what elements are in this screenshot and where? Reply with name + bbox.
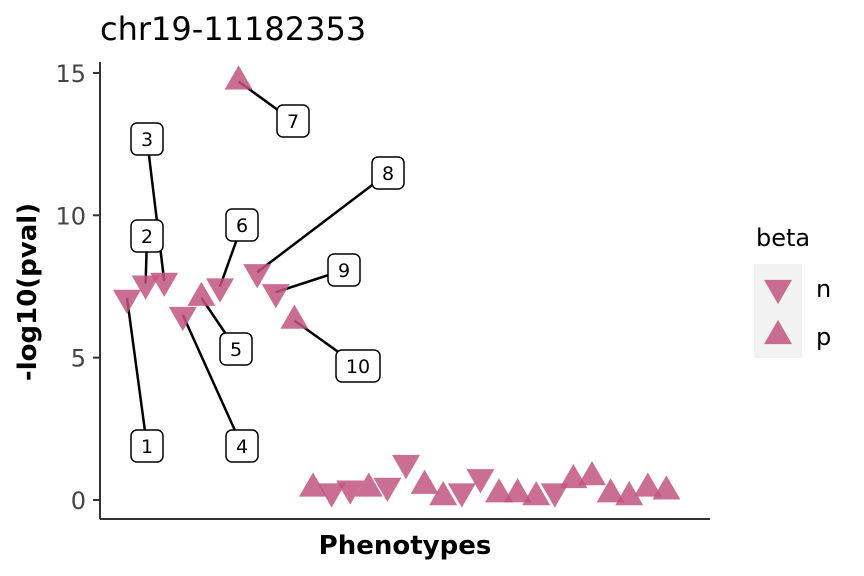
- legend-label: p: [816, 323, 831, 351]
- legend-title: beta: [756, 224, 810, 252]
- point-triangle-down: [447, 483, 476, 508]
- legend: beta np: [754, 224, 831, 358]
- y-axis-title: -log10(pval): [13, 203, 43, 381]
- point-triangle-up: [578, 461, 606, 486]
- label-connector: [145, 138, 166, 281]
- point-label: 6: [236, 215, 248, 237]
- label-connector: [256, 172, 389, 274]
- point-label: 8: [382, 163, 394, 185]
- point-label: 2: [141, 226, 153, 248]
- y-tick-label: 10: [55, 202, 86, 230]
- point-triangle-down: [243, 264, 272, 289]
- point-label: 1: [141, 436, 153, 458]
- point-triangle-up: [615, 481, 644, 506]
- point-label-box: [225, 429, 259, 463]
- point-triangle-down: [168, 306, 197, 332]
- label-connector: [125, 297, 149, 447]
- point-label-box: [219, 332, 253, 366]
- point-triangle-down: [392, 454, 420, 480]
- point-triangle-up: [596, 478, 625, 503]
- point-triangle-up: [280, 304, 309, 329]
- point-label: 10: [346, 356, 370, 378]
- point-label: 7: [287, 111, 299, 133]
- chart-title: chr19-11182353: [100, 10, 366, 48]
- point-label: 5: [230, 339, 242, 361]
- point-triangle-down: [317, 483, 346, 508]
- point-label-box: [371, 156, 405, 190]
- legend-key-triangle-up: [764, 319, 792, 345]
- point-triangle-up: [503, 478, 532, 503]
- point-label-box: [130, 219, 164, 253]
- point-triangle-down: [150, 272, 179, 297]
- point-triangle-up: [522, 481, 551, 506]
- y-tick-label: 5: [71, 345, 86, 373]
- point-label-box: [225, 208, 259, 242]
- point-triangle-down: [261, 284, 290, 309]
- point-triangle-up: [187, 281, 216, 306]
- point-triangle-up: [485, 478, 513, 503]
- point-triangle-down: [113, 289, 141, 314]
- point-triangle-up: [299, 472, 327, 497]
- x-axis-title: Phenotypes: [319, 531, 492, 561]
- legend-label: n: [816, 275, 831, 303]
- y-tick-label: 0: [71, 487, 86, 515]
- point-label-box: [130, 122, 164, 156]
- point-triangle-down: [373, 477, 402, 502]
- plot-area: 1 2 3 4 5 6 7 8 9 10: [113, 65, 681, 508]
- y-axis: 0 5 10 15: [55, 60, 101, 519]
- point-triangle-up: [429, 481, 458, 506]
- point-triangle-up: [354, 472, 383, 497]
- y-tick-label: 15: [55, 60, 86, 88]
- point-triangle-down: [466, 469, 495, 494]
- point-triangle-down: [206, 278, 234, 303]
- label-connector: [181, 314, 244, 447]
- point-label: 9: [338, 260, 350, 282]
- legend-key-triangle-down: [764, 279, 792, 305]
- point-triangle-down: [131, 275, 160, 300]
- point-label: 4: [236, 436, 248, 458]
- point-label-box: [130, 429, 164, 463]
- point-triangle-up: [652, 475, 681, 500]
- point-triangle-down: [336, 480, 365, 505]
- point-triangle-up: [410, 469, 439, 494]
- point-triangle-down: [540, 483, 569, 508]
- point-triangle-up: [224, 65, 253, 90]
- point-triangle-up: [633, 472, 662, 497]
- point-label-box: [327, 253, 361, 287]
- point-label-box: [276, 104, 310, 138]
- point-label-box: [335, 349, 381, 383]
- point-label: 3: [141, 129, 153, 151]
